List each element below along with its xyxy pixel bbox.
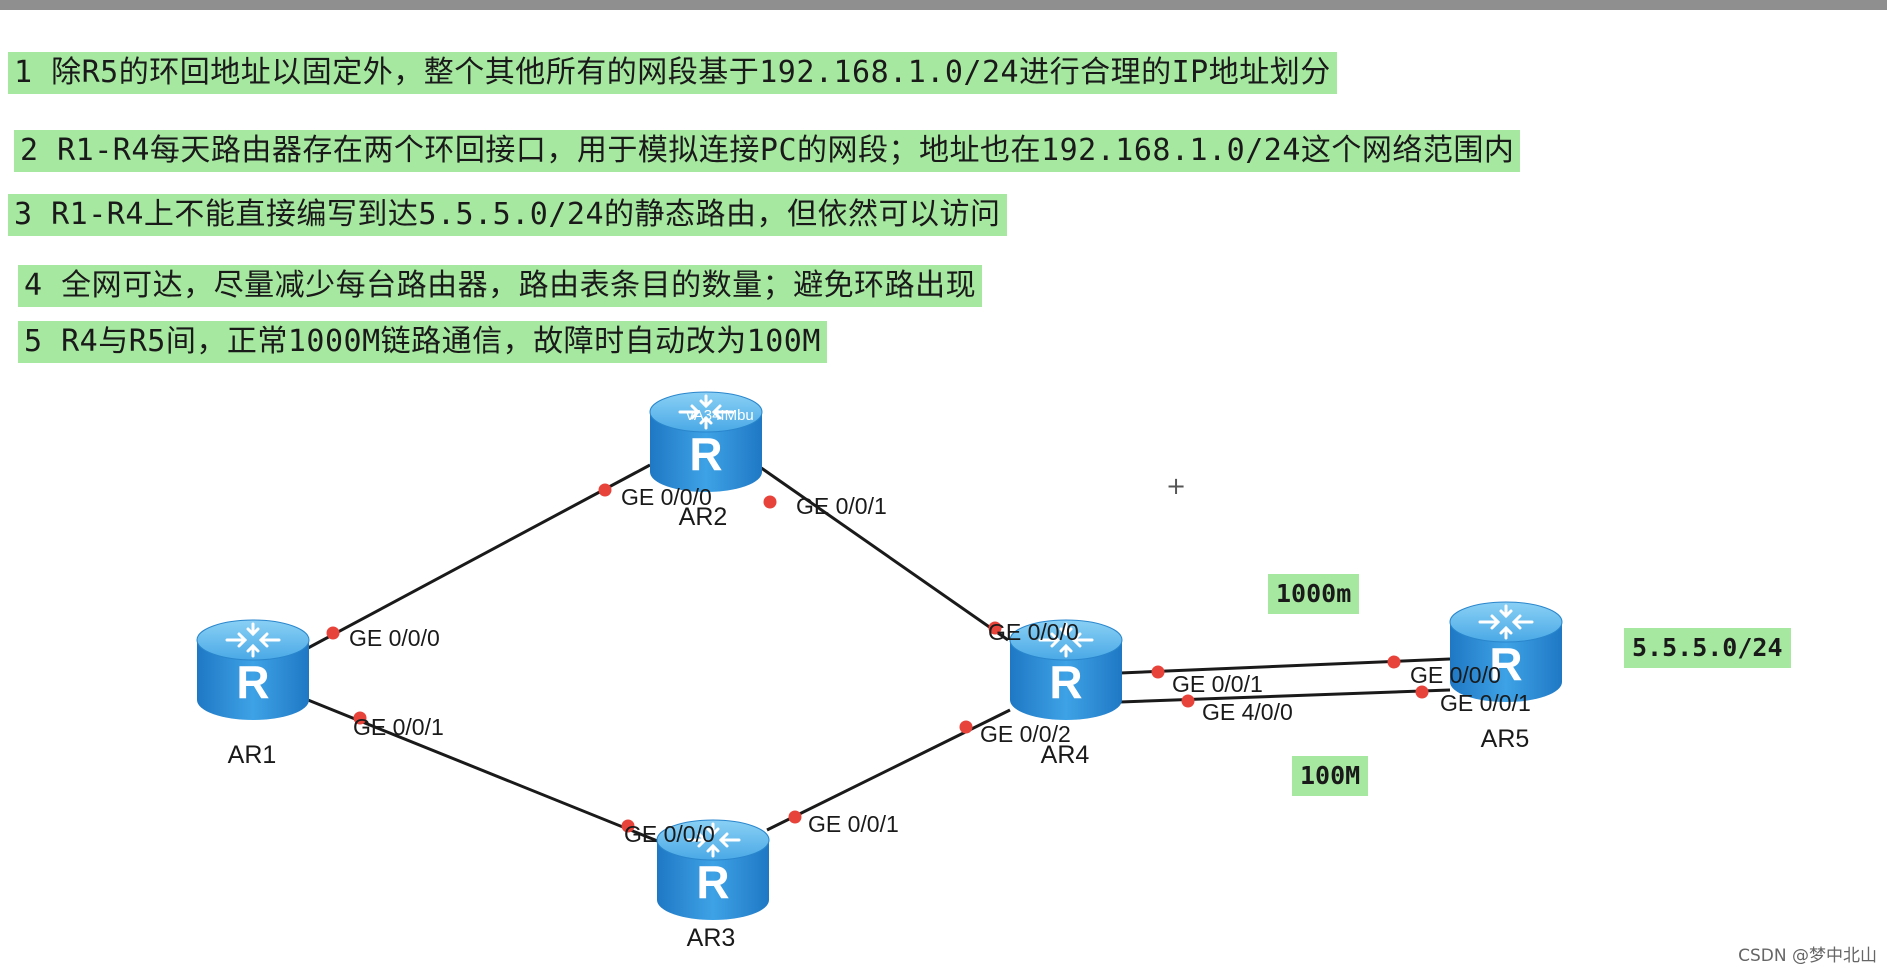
router-r-glyph: R xyxy=(696,856,729,908)
router-r-glyph: R xyxy=(1489,638,1522,690)
link-speed-1000m-label: 1000m xyxy=(1268,574,1360,614)
iface-label-ar4-g001: GE 0/0/1 xyxy=(1172,671,1263,697)
link-ar1-ar2 xyxy=(307,463,651,650)
port-dot xyxy=(1387,655,1401,669)
port-dot xyxy=(1181,694,1195,708)
port-dot xyxy=(763,495,777,509)
iface-label-ar3-g001: GE 0/0/1 xyxy=(808,811,899,837)
router-r-glyph: R xyxy=(689,428,722,480)
link-ar4-ar5-1000m xyxy=(1119,657,1451,675)
requirement-1: 1 除R5的环回地址以固定外，整个其他所有的网段基于192.168.1.0/24… xyxy=(8,52,1337,94)
port-dot xyxy=(598,483,612,497)
port-dot xyxy=(1415,685,1429,699)
port-markers xyxy=(326,483,1429,833)
router-ar4[interactable]: R xyxy=(1008,618,1124,722)
router-r-glyph: R xyxy=(1049,656,1082,708)
window-top-bar xyxy=(0,0,1887,10)
port-dot xyxy=(959,720,973,734)
link-ar1-ar3 xyxy=(307,698,661,844)
port-dot xyxy=(621,819,635,833)
link-ar4-ar5-100m xyxy=(1119,688,1451,704)
link-ar2-ar4 xyxy=(756,463,1009,642)
iface-label-ar2-g001: GE 0/0/1 xyxy=(796,493,887,519)
router-name-ar1: AR1 xyxy=(228,741,277,769)
router-ar2[interactable]: R vA34IMbu xyxy=(648,390,764,494)
iface-label-ar3-g000: GE 0/0/0 xyxy=(624,821,715,847)
requirement-4: 4 全网可达，尽量减少每台路由器，路由表条目的数量；避免环路出现 xyxy=(18,265,983,307)
port-dot xyxy=(326,626,340,640)
router-r-glyph: R xyxy=(236,656,269,708)
iface-label-ar1-g000: GE 0/0/0 xyxy=(349,625,440,651)
requirement-2: 2 R1-R4每天路由器存在两个环回接口，用于模拟连接PC的网段；地址也在192… xyxy=(14,130,1521,172)
router-ar5[interactable]: R xyxy=(1448,600,1564,704)
requirement-5: 5 R4与R5间，正常1000M链路通信，故障时自动改为100M xyxy=(18,321,827,363)
router-ar3[interactable]: R xyxy=(655,818,771,922)
port-dot xyxy=(988,621,1002,635)
link-speed-100m-label: 100M xyxy=(1292,756,1369,796)
port-dot xyxy=(353,711,367,725)
csdn-watermark: CSDN @梦中北山 xyxy=(1738,946,1877,966)
router-name-ar2: AR2 xyxy=(679,503,728,531)
crosshair-cursor-icon: + xyxy=(1166,472,1187,500)
port-dot xyxy=(1151,665,1165,679)
iface-label-ar4-g000: GE 0/0/0 xyxy=(988,619,1079,645)
router-name-ar3: AR3 xyxy=(687,924,736,952)
iface-label-ar2-g000: GE 0/0/0 xyxy=(621,484,712,510)
iface-label-ar5-g000: GE 0/0/0 xyxy=(1410,662,1501,688)
links xyxy=(307,463,1451,844)
router-overlay-text: vA34IMbu xyxy=(686,407,754,424)
iface-label-ar1-g001: GE 0/0/1 xyxy=(353,714,444,740)
router-ar1[interactable]: R xyxy=(195,618,311,722)
loopback-network-label: 5.5.5.0/24 xyxy=(1624,628,1791,668)
port-dot xyxy=(788,810,802,824)
router-name-ar5: AR5 xyxy=(1481,725,1530,753)
iface-label-ar4-g400: GE 4/0/0 xyxy=(1202,699,1293,725)
requirement-3: 3 R1-R4上不能直接编写到达5.5.5.0/24的静态路由，但依然可以访问 xyxy=(8,194,1007,236)
router-name-ar4: AR4 xyxy=(1041,741,1090,769)
iface-label-ar5-g001: GE 0/0/1 xyxy=(1440,690,1531,716)
iface-label-ar4-g002: GE 0/0/2 xyxy=(980,721,1071,747)
